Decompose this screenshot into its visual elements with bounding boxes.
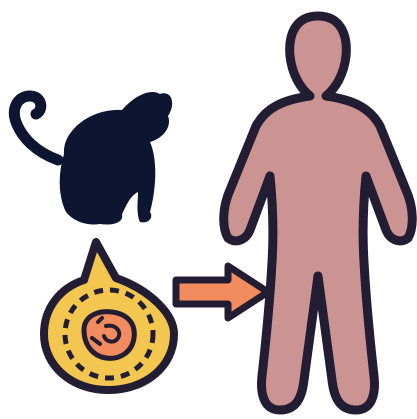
pathogen-core-mark-2	[98, 318, 102, 322]
pathogen-core	[84, 312, 134, 359]
monkey-icon	[14, 92, 172, 225]
arrow-right-icon	[176, 266, 268, 318]
monkey-tail	[14, 96, 58, 160]
monkey-face	[148, 100, 165, 119]
virus-cell-icon	[44, 242, 174, 390]
arrow-shape	[176, 266, 268, 318]
human-body-icon	[224, 16, 413, 410]
human-silhouette	[224, 16, 413, 410]
